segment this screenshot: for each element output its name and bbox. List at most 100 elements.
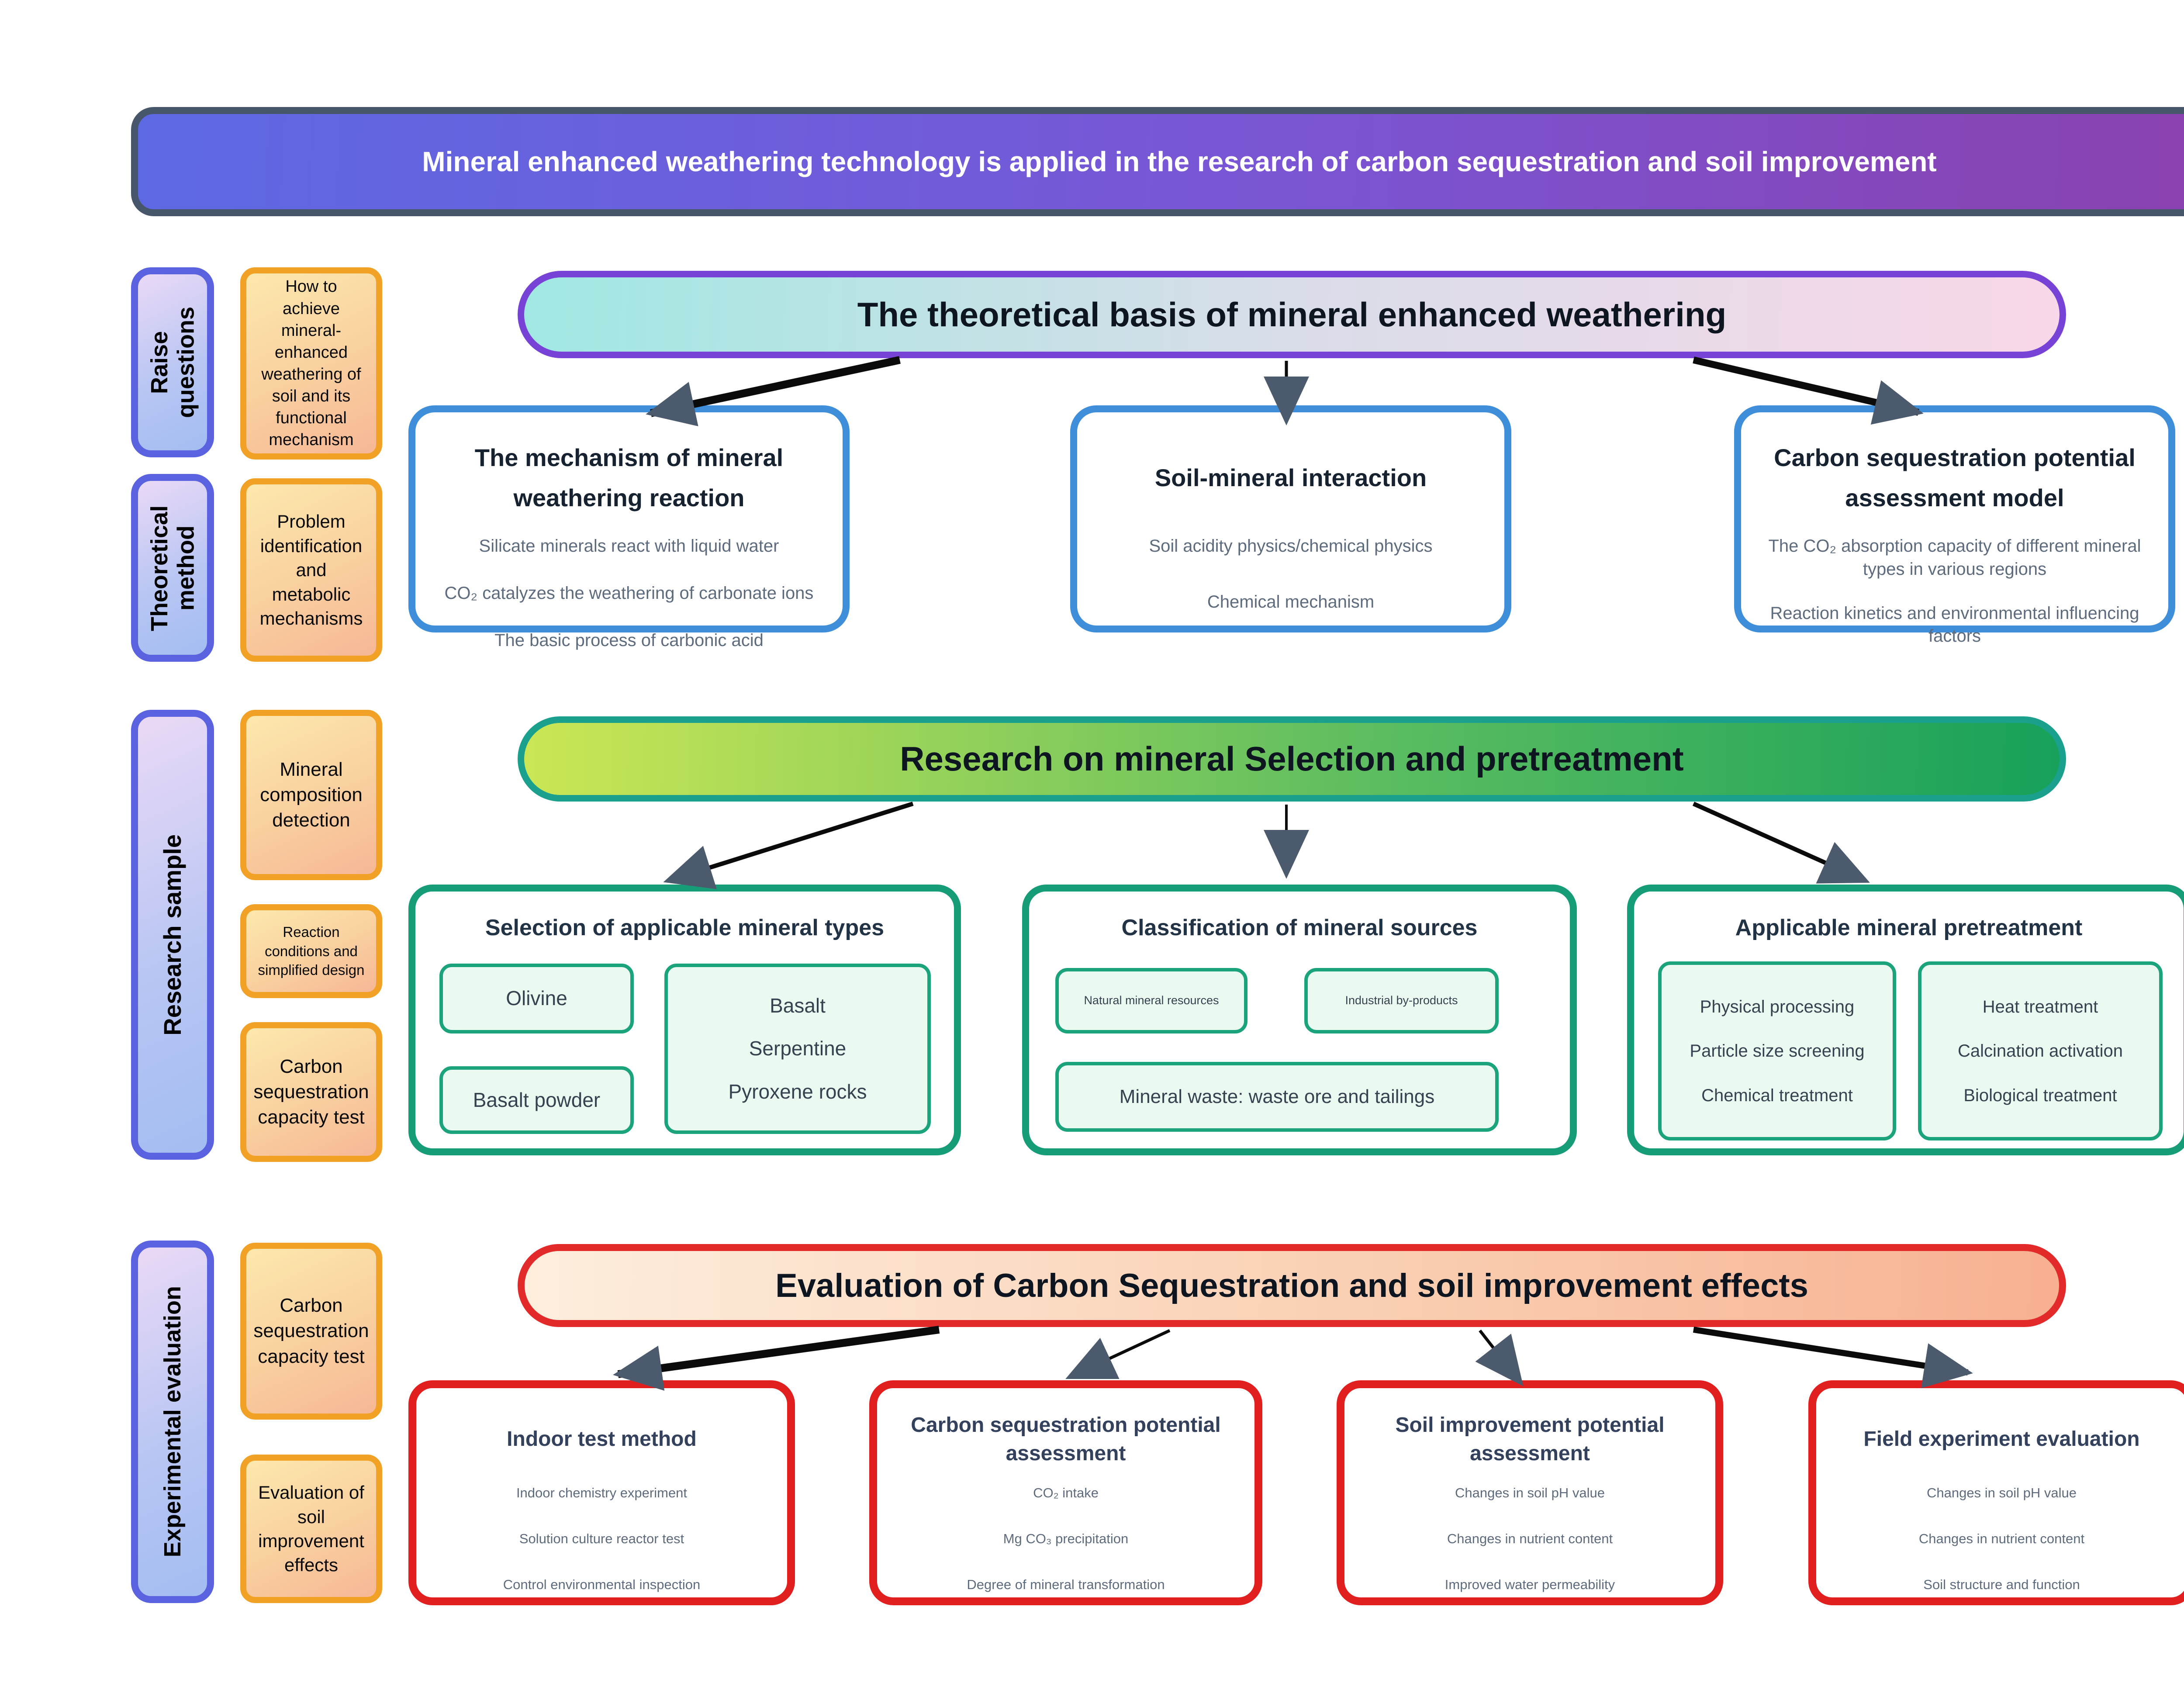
box-items: The CO₂ absorption capacity of different… bbox=[1741, 535, 2168, 648]
box-items: Changes in soil pH value Changes in nutr… bbox=[1344, 1484, 1715, 1594]
box-title: The mechanism of mineral weathering reac… bbox=[474, 443, 784, 511]
box-item: Soil acidity physics/chemical physics bbox=[1149, 536, 1433, 556]
note-text: Carbon sequestration capacity test bbox=[253, 1295, 369, 1367]
note-capacity-test: Carbon sequestration capacity test bbox=[240, 1022, 382, 1162]
arrow-evaluation-1 bbox=[613, 1326, 940, 1391]
box-items: Indoor chemistry experiment Solution cul… bbox=[416, 1484, 787, 1594]
side-label-text: Research sample bbox=[158, 834, 186, 1036]
box-title: Soil-mineral interaction bbox=[1154, 463, 1427, 491]
box-title: Indoor test method bbox=[507, 1427, 697, 1451]
note-mineral-composition: Mineral composition detection bbox=[240, 710, 382, 880]
box-weathering-mechanism: The mechanism of mineral weathering reac… bbox=[408, 405, 850, 650]
chip-item: Basalt bbox=[770, 994, 826, 1017]
stage-evaluation-header: Evaluation of Carbon Sequestration and s… bbox=[518, 1244, 2066, 1327]
note-how-to-achieve: How to achieve mineral-enhanced weatheri… bbox=[240, 267, 382, 460]
chip-item: Physical processing bbox=[1700, 997, 1855, 1016]
box-mineral-sources: Classification of mineral sources Natura… bbox=[1022, 885, 1577, 1155]
side-label-research-sample: Research sample bbox=[131, 710, 214, 1160]
chip-natural-resources: Natural mineral resources bbox=[1055, 968, 1248, 1033]
chip-item: Biological treatment bbox=[1963, 1085, 2117, 1105]
note-text: Carbon sequestration capacity test bbox=[253, 1055, 369, 1128]
side-label-theoretical-method: Theoretical method bbox=[131, 474, 214, 662]
box-soil-assessment: Soil improvement potential assessment Ch… bbox=[1337, 1380, 1723, 1605]
box-item: CO₂ catalyzes the weathering of carbonat… bbox=[444, 583, 814, 603]
note-capacity-test-2: Carbon sequestration capacity test bbox=[240, 1243, 382, 1420]
arrow-theory-right bbox=[1693, 356, 1924, 425]
stage-selection-header: Research on mineral Selection and pretre… bbox=[518, 716, 2066, 802]
box-title: Field experiment evaluation bbox=[1863, 1427, 2140, 1451]
chip-item: Pyroxene rocks bbox=[728, 1080, 867, 1103]
box-field-evaluation: Field experiment evaluation Changes in s… bbox=[1808, 1380, 2184, 1605]
box-item: Degree of mineral transformation bbox=[967, 1576, 1165, 1592]
stage-header-text: Evaluation of Carbon Sequestration and s… bbox=[775, 1267, 1808, 1304]
side-label-text: Experimental evaluation bbox=[159, 1286, 186, 1558]
note-text: Problem identification and metabolic mec… bbox=[259, 511, 363, 629]
stage-header-text: Research on mineral Selection and pretre… bbox=[900, 740, 1684, 778]
box-item: CO₂ intake bbox=[1033, 1485, 1099, 1500]
note-text: Reaction conditions and simplified desig… bbox=[258, 924, 365, 978]
box-item: Indoor chemistry experiment bbox=[516, 1485, 688, 1500]
note-reaction-conditions: Reaction conditions and simplified desig… bbox=[240, 904, 382, 998]
chip-basalt-powder: Basalt powder bbox=[439, 1066, 634, 1134]
chip-item: Heat treatment bbox=[1982, 997, 2098, 1016]
side-label-experimental-evaluation: Experimental evaluation bbox=[131, 1241, 214, 1603]
note-text: How to achieve mineral-enhanced weatheri… bbox=[261, 277, 361, 449]
arrow-selection-right bbox=[1692, 802, 1870, 884]
box-items: Changes in soil pH value Changes in nutr… bbox=[1816, 1484, 2184, 1594]
side-label-raise-questions: Raise questions bbox=[131, 267, 214, 457]
box-item: Changes in soil pH value bbox=[1927, 1485, 2077, 1500]
box-items: CO₂ intake Mg CO₃ precipitation Degree o… bbox=[877, 1484, 1254, 1594]
box-item: Solution culture reactor test bbox=[519, 1531, 684, 1546]
note-text: Mineral composition detection bbox=[260, 758, 363, 831]
chip-olivine: Olivine bbox=[439, 964, 634, 1033]
arrow-evaluation-4 bbox=[1693, 1327, 1973, 1388]
chip-item: Calcination activation bbox=[1958, 1041, 2123, 1061]
box-indoor-test: Indoor test method Indoor chemistry expe… bbox=[408, 1380, 795, 1605]
box-item: Chemical mechanism bbox=[1207, 592, 1375, 612]
stage-theory-header: The theoretical basis of mineral enhance… bbox=[518, 271, 2066, 358]
box-item: Soil structure and function bbox=[1923, 1576, 2080, 1592]
stage-header-text: The theoretical basis of mineral enhance… bbox=[857, 295, 1727, 334]
box-title: Classification of mineral sources bbox=[1121, 915, 1478, 940]
box-mineral-pretreatment: Applicable mineral pretreatment Physical… bbox=[1627, 885, 2184, 1155]
box-item: Silicate minerals react with liquid wate… bbox=[479, 536, 779, 556]
chip-item: Particle size screening bbox=[1690, 1041, 1865, 1061]
main-title-banner: Mineral enhanced weathering technology i… bbox=[131, 107, 2184, 216]
note-soil-improvement: Evaluation of soil improvement effects bbox=[240, 1455, 382, 1603]
chip-physical-group: Physical processing Particle size screen… bbox=[1658, 961, 1896, 1140]
arrow-evaluation-2 bbox=[1065, 1329, 1171, 1379]
box-title: Selection of applicable mineral types bbox=[485, 915, 885, 940]
box-soil-mineral-interaction: Soil-mineral interaction Soil acidity ph… bbox=[1070, 405, 1511, 632]
box-title: Carbon sequestration potential assessmen… bbox=[911, 1413, 1221, 1465]
box-item: The basic process of carbonic acid bbox=[494, 630, 764, 650]
side-label-text: Theoretical method bbox=[146, 505, 199, 631]
box-item: Control environmental inspection bbox=[503, 1576, 701, 1592]
box-title: Applicable mineral pretreatment bbox=[1735, 915, 2083, 940]
chip-heat-group: Heat treatment Calcination activation Bi… bbox=[1918, 961, 2163, 1140]
box-sequestration-assessment: Carbon sequestration potential assessmen… bbox=[869, 1380, 1262, 1605]
box-items: Soil acidity physics/chemical physics Ch… bbox=[1077, 535, 1504, 614]
box-items: Silicate minerals react with liquid wate… bbox=[415, 535, 843, 652]
note-problem-identification: Problem identification and metabolic mec… bbox=[240, 478, 382, 662]
box-item: Mg CO₃ precipitation bbox=[1003, 1531, 1129, 1546]
arrow-evaluation-3 bbox=[1475, 1329, 1524, 1386]
box-mineral-types: Selection of applicable mineral types Ol… bbox=[408, 885, 961, 1155]
box-item: Changes in nutrient content bbox=[1918, 1531, 2085, 1546]
chip-industrial-byproducts: Industrial by-products bbox=[1304, 968, 1499, 1033]
arrow-selection-left bbox=[663, 802, 914, 889]
box-sequestration-model: Carbon sequestration potential assessmen… bbox=[1734, 405, 2175, 646]
box-item: Improved water permeability bbox=[1444, 1576, 1615, 1592]
box-item: Changes in nutrient content bbox=[1447, 1531, 1613, 1546]
chip-mineral-waste: Mineral waste: waste ore and tailings bbox=[1055, 1062, 1499, 1132]
note-text: Evaluation of soil improvement effects bbox=[258, 1482, 364, 1576]
box-title: Soil improvement potential assessment bbox=[1395, 1413, 1665, 1465]
box-item: Changes in soil pH value bbox=[1455, 1485, 1605, 1500]
chip-item: Serpentine bbox=[749, 1037, 847, 1060]
box-title: Carbon sequestration potential assessmen… bbox=[1774, 443, 2136, 511]
side-label-text: Raise questions bbox=[146, 306, 199, 418]
chip-item: Chemical treatment bbox=[1701, 1085, 1853, 1105]
box-item: Reaction kinetics and environmental infl… bbox=[1770, 603, 2139, 646]
main-title: Mineral enhanced weathering technology i… bbox=[422, 146, 1937, 177]
box-item: The CO₂ absorption capacity of different… bbox=[1768, 536, 2141, 579]
